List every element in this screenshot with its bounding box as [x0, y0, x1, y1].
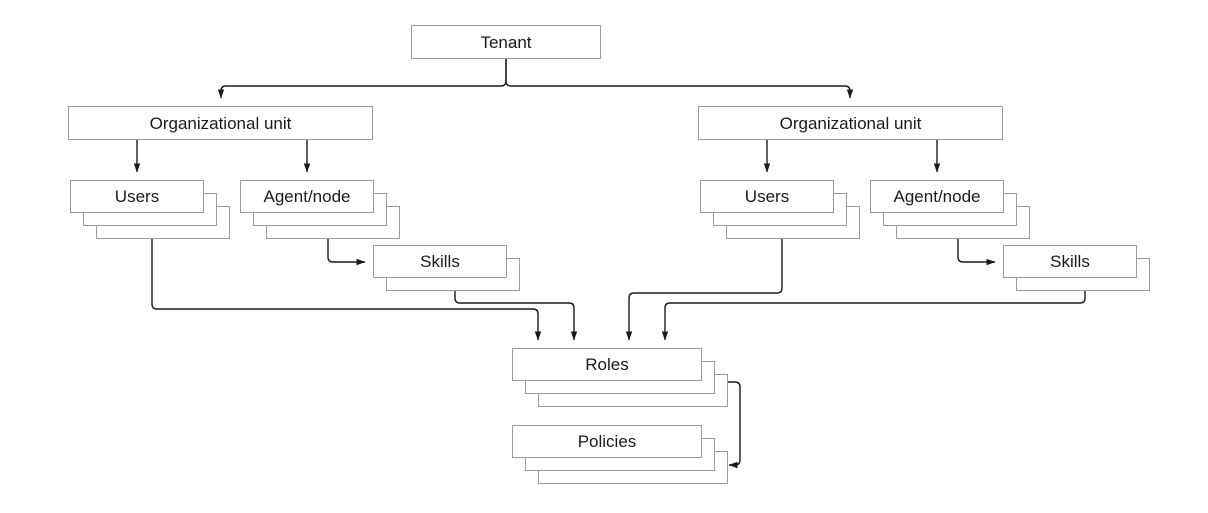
- edge-skills-left-to-roles: [454, 291, 578, 341]
- node-org-unit-right-face: Organizational unit: [698, 106, 1003, 140]
- edge-roles-to-policies: [715, 381, 741, 469]
- node-users-left-face: Users: [70, 180, 204, 213]
- node-users-left-label: Users: [114, 187, 160, 206]
- node-org-unit-right-label: Organizational unit: [779, 113, 922, 133]
- node-skills-right-label: Skills: [1050, 252, 1090, 271]
- node-tenant-face: Tenant: [411, 25, 601, 59]
- node-users-right-face: Users: [700, 180, 834, 213]
- node-agent-node-right-label: Agent/node: [893, 187, 981, 206]
- node-users-right-label: Users: [744, 187, 790, 206]
- node-agent-node-left-label: Agent/node: [263, 187, 351, 206]
- node-roles-face: Roles: [512, 348, 702, 381]
- node-policies-label: Policies: [577, 432, 637, 451]
- node-agent-node-right-face: Agent/node: [870, 180, 1004, 213]
- node-roles-label: Roles: [585, 355, 629, 374]
- node-org-unit-left-label: Organizational unit: [149, 113, 292, 133]
- edge-agent-right-to-skills: [957, 239, 996, 266]
- edge-skills-right-to-roles: [661, 291, 1086, 341]
- node-policies-face: Policies: [512, 425, 702, 458]
- edge-tenant-to-org-right: [505, 59, 854, 99]
- edge-users-left-to-roles: [151, 239, 542, 341]
- node-skills-left-label: Skills: [420, 252, 460, 271]
- edge-users-right-to-roles: [625, 239, 783, 341]
- node-skills-left-face: Skills: [373, 245, 507, 278]
- node-tenant-label: Tenant: [480, 32, 532, 52]
- node-org-unit-left-face: Organizational unit: [68, 106, 373, 140]
- edge-agent-left-to-skills: [327, 239, 366, 266]
- edge-tenant-to-org-left: [217, 59, 507, 99]
- node-agent-node-left-face: Agent/node: [240, 180, 374, 213]
- node-skills-right-face: Skills: [1003, 245, 1137, 278]
